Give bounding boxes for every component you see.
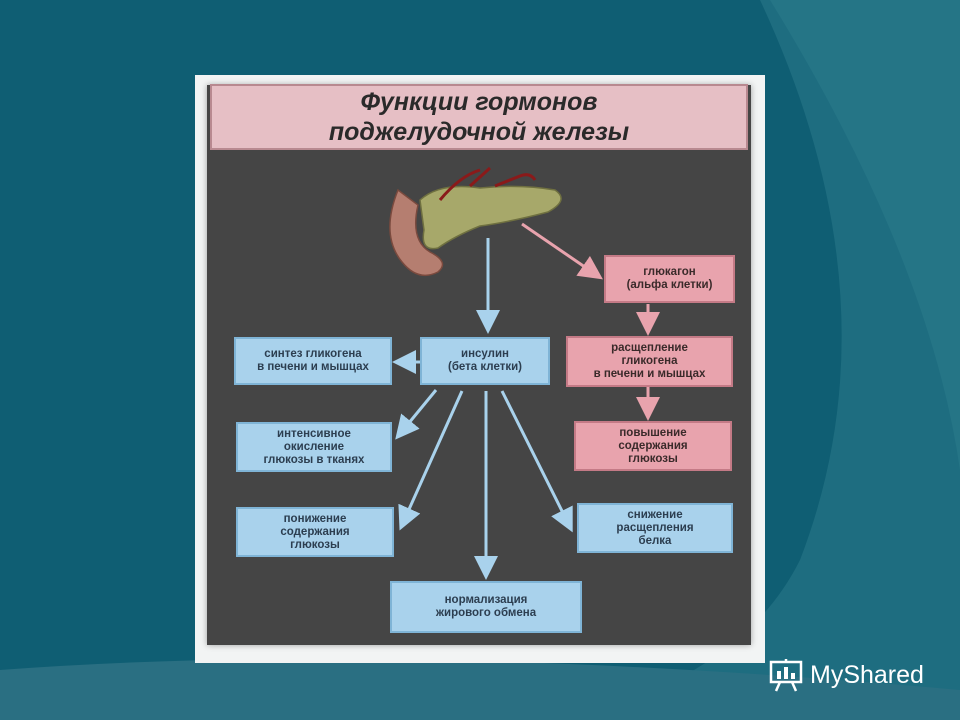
node-glycogen-breakdown: расщепление гликогена в печени и мышцах [566,336,733,387]
presentation-board-icon [769,659,803,692]
arrow-insulin-to-glucose-decrease [398,390,464,531]
node-glucose-decrease: понижение содержания глюкозы [236,507,394,557]
node-glucose-increase: повышение содержания глюкозы [574,421,732,471]
title-line-2: поджелудочной железы [328,118,630,146]
title-line-1: Функции гормонов [360,88,598,116]
watermark-text: MyShared [810,660,924,689]
node-glucagon: глюкагон (альфа клетки) [604,255,735,303]
node-insulin: инсулин (бета клетки) [420,337,550,385]
node-fat-normalization: нормализация жирового обмена [390,581,582,633]
arrow-insulin-to-protein-breakdown [500,390,573,533]
node-glycogen-synthesis: синтез гликогена в печени и мышцах [234,337,392,385]
node-protein-breakdown-decrease: снижение расщепления белка [577,503,733,553]
diagram-title: Функции гормонов поджелудочной железы [210,84,748,150]
myshared-watermark: MyShared [768,655,924,695]
pancreas-illustration [389,166,562,277]
arrow-pancreas-to-glucagon [521,222,603,280]
node-glucose-oxidation: интенсивное окисление глюкозы в тканях [236,422,392,472]
arrow-insulin-to-glucose-oxidation [395,389,438,440]
